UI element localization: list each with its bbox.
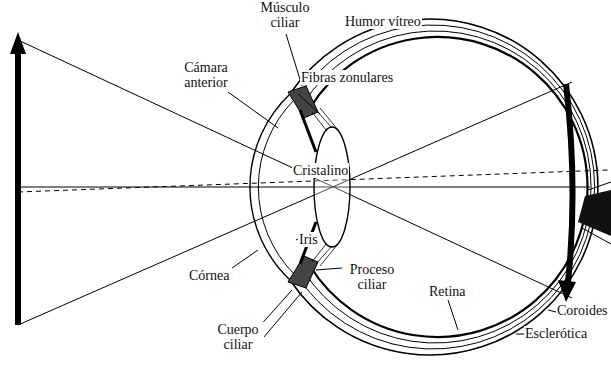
ciliary-body [288, 86, 318, 118]
part-label: Esclerótica [524, 326, 588, 341]
part-label: Cámara anterior [176, 60, 236, 91]
light-ray [18, 40, 572, 298]
optic-nerve [578, 190, 611, 236]
part-label: Iris [298, 232, 319, 247]
light-ray [18, 82, 572, 325]
part-label: Fibras zonulares [300, 70, 394, 85]
part-label: Proceso ciliar [345, 262, 399, 293]
part-label: Córnea [188, 268, 230, 283]
ciliary-body [288, 256, 318, 288]
part-label: Retina [428, 284, 467, 299]
image-arrow [566, 84, 573, 282]
zonular-fibres [312, 108, 338, 130]
lens [314, 127, 350, 247]
sclera [290, 19, 598, 355]
optical-axis [18, 187, 590, 188]
part-label: Cristalino [292, 163, 349, 178]
leader-lines [228, 34, 556, 344]
image-arrowhead [558, 280, 576, 302]
part-label: Coroides [556, 303, 609, 318]
object-arrow [15, 52, 21, 325]
sclera-inner [296, 25, 595, 349]
part-label: Cuerpo ciliar [212, 322, 264, 353]
part-label: Músculo ciliar [258, 0, 312, 31]
optic-nerve-sheath [582, 182, 611, 244]
part-label: Humor vítreo [344, 14, 422, 29]
iris [300, 110, 316, 152]
